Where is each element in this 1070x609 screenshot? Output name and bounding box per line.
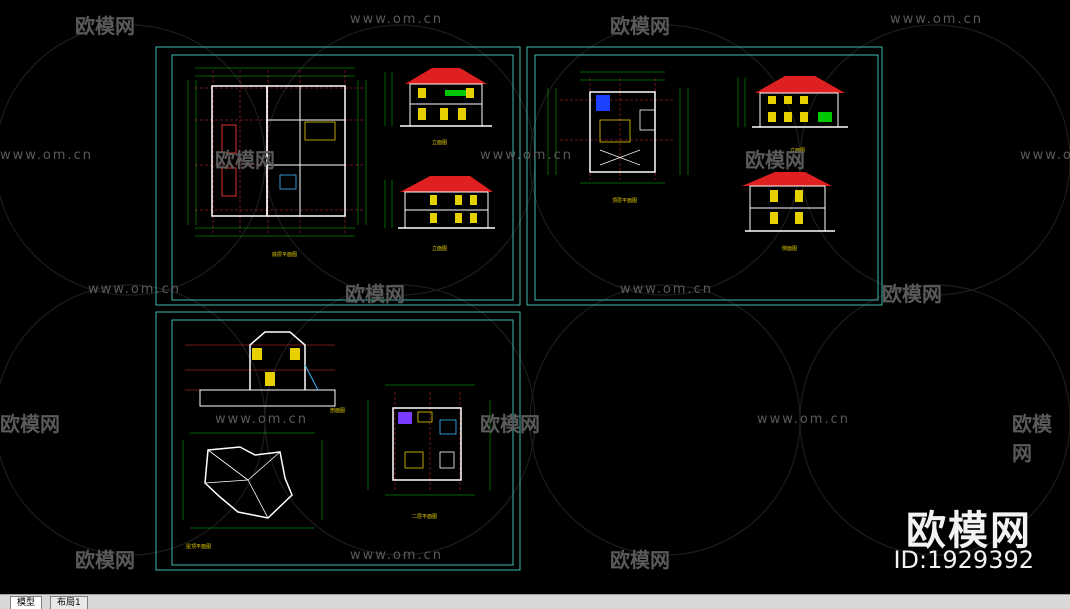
sheet1-elev2-title: 立面图 [432, 245, 447, 252]
sheet1-elevation-rear [384, 176, 495, 229]
drawing-sheet-2[interactable]: 顶层平面图 立面图 侧面图 [526, 46, 883, 306]
layout-tab-bar: 模型 布局1 [0, 594, 1070, 609]
second-floor-plan [367, 384, 491, 496]
drawing-sheet-1[interactable]: 底层平面图 立面图 [155, 46, 521, 306]
sheet2-elevation-front [737, 76, 848, 128]
top-floor-plan [547, 71, 689, 184]
tab-layout-1[interactable]: 布局1 [50, 596, 88, 609]
watermark-circles [0, 24, 1070, 556]
sheet1-elev1-title: 立面图 [432, 139, 447, 146]
tab-model[interactable]: 模型 [10, 596, 43, 609]
sheet2-elev1-title: 立面图 [790, 147, 805, 154]
sheet2-elevation-side [742, 172, 835, 232]
sheet2-elev2-title: 侧面图 [782, 245, 797, 252]
sheet1-elevation-front [384, 68, 492, 127]
section-drawing [185, 331, 336, 407]
sheet2-plan-title: 顶层平面图 [612, 198, 637, 204]
sheet3-plan-title: 二层平面图 [412, 514, 437, 520]
cad-model-space[interactable]: 底层平面图 立面图 [0, 0, 1070, 594]
roof-plan [182, 432, 323, 529]
drawing-sheet-3[interactable]: 剖面图 屋顶平面图 [155, 311, 521, 571]
ground-floor-plan [187, 67, 367, 237]
brand-logo-text: 欧模网 [906, 508, 1032, 554]
sheet1-plan-title: 底层平面图 [272, 251, 297, 258]
model-id-label: ID:1929392 [893, 546, 1034, 574]
sheet3-roof-title: 屋顶平面图 [186, 544, 211, 550]
sheet3-section-title: 剖面图 [330, 407, 345, 414]
